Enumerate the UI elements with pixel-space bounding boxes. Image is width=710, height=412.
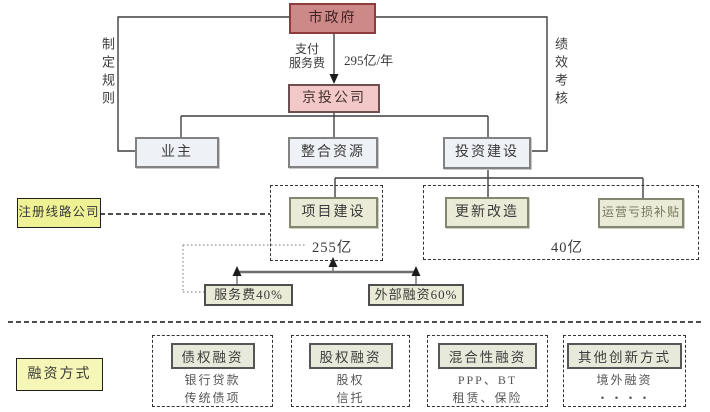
gov-to-company-arrow: [329, 33, 339, 84]
label-performance-assessment: 绩效考核: [553, 37, 568, 109]
node-label: 项目建设: [301, 204, 366, 220]
financing-method-title: 混合性融资: [437, 343, 538, 369]
financing-method-title: 股权融资: [308, 343, 393, 369]
node-renewal: 更新改造: [445, 197, 529, 228]
node-integrate-resources: 整合资源: [288, 137, 378, 168]
node-label: 业主: [161, 144, 193, 160]
node-service-fee-40: 服务费40%: [204, 284, 293, 306]
financing-method-item: 信托: [336, 391, 365, 405]
node-label: 注册线路公司: [18, 205, 100, 220]
node-label: 外部融资60%: [374, 286, 458, 302]
node-label: 更新改造: [455, 204, 519, 220]
label-amount-255: 255亿: [312, 240, 353, 256]
financing-method-item: 股权: [336, 373, 365, 387]
node-label: 整合资源: [301, 144, 365, 160]
financing-method-item: 传统债项: [184, 391, 241, 405]
financing-method-item: PPP、BT: [457, 373, 518, 387]
financing-method-equity: 股权融资 股权 信托: [291, 335, 410, 407]
company-branch-connector: [180, 112, 489, 137]
node-label: 服务费40%: [214, 286, 283, 302]
node-label: 京投公司: [302, 90, 366, 106]
financing-method-item: ・・・・: [596, 391, 653, 405]
renewal-subsidy-group: [423, 185, 699, 260]
financing-method-item: 境外融资: [596, 373, 653, 387]
node-registered-line-company: 注册线路公司: [17, 198, 101, 228]
label-pay-service-fee: 支付 服务费: [288, 42, 325, 70]
project-build-group: [270, 185, 383, 261]
financing-method-other: 其他创新方式 境外融资 ・・・・: [563, 335, 686, 407]
label-amount-40: 40亿: [551, 240, 583, 256]
financing-method-hybrid: 混合性融资 PPP、BT 租赁、保险: [427, 335, 548, 407]
financing-method-item: 租赁、保险: [452, 391, 523, 405]
node-invest-build: 投资建设: [443, 137, 531, 169]
assessment-connector: [375, 16, 548, 152]
invest-branch-connector: [334, 168, 644, 198]
dotted-fee-connector: [182, 244, 307, 293]
rules-connector: [117, 16, 289, 152]
node-city-government: 市政府: [289, 3, 376, 34]
node-project-build: 项目建设: [289, 197, 378, 228]
label-amount-per-year: 295亿/年: [344, 53, 394, 68]
node-label: 投资建设: [455, 145, 519, 161]
node-owner: 业主: [135, 137, 219, 168]
node-label: 融资方式: [27, 366, 92, 382]
funding-arrows: [232, 257, 421, 284]
node-jingtou-company: 京投公司: [288, 84, 380, 113]
label-make-rules: 制定规则: [100, 37, 115, 109]
node-financing-methods: 融资方式: [16, 358, 103, 391]
node-external-financing-60: 外部融资60%: [368, 284, 464, 306]
financing-method-item: 银行贷款: [184, 373, 241, 387]
financing-method-debt: 债权融资 银行贷款 传统债项: [152, 335, 273, 407]
financing-method-title: 债权融资: [170, 343, 255, 369]
node-label: 运营亏损补贴: [601, 205, 680, 220]
financing-method-title: 其他创新方式: [567, 343, 682, 369]
node-label: 市政府: [308, 10, 357, 26]
node-operating-loss-subsidy: 运营亏损补贴: [598, 198, 684, 228]
